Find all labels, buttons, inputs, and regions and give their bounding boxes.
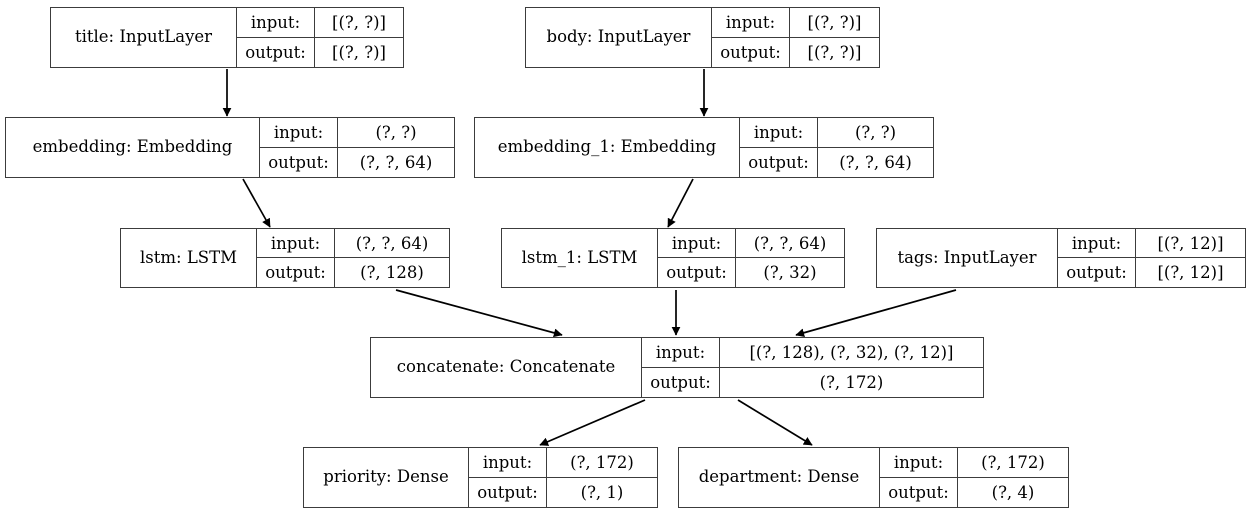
node-output-shape-lstm_1: (?, 32) [763,263,817,282]
node-input-shape-embedding: (?, ?) [375,122,417,142]
edge-concatenate-to-priority [539,399,646,446]
node-output-row-priority: output: (?, 1) [469,477,657,507]
node-embedding_1[interactable]: embedding_1: Embedding input: (?, ?) output… [474,117,934,178]
node-title[interactable]: title: InputLayer input: [(?, ?)] output: [(… [50,7,404,68]
node-input-shape-body: [(?, ?)] [807,12,862,32]
edge-embedding_1-to-lstm_1 [667,178,694,228]
node-output-shape-tags: [(?, 12)] [1157,263,1224,282]
node-input-row-title: input: [(?, ?)] [237,8,403,38]
node-priority[interactable]: priority: Dense input: (?, 172) output: (?, … [303,447,658,508]
node-label-lstm_1: lstm_1: LSTM [521,247,638,267]
node-input-label-title: input: [237,8,315,37]
node-lstm[interactable]: lstm: LSTM input: (?, ?, 64) output: (?, 128… [120,228,450,288]
node-input-shape-embedding_1: (?, ?) [854,122,897,142]
node-output-label-tags: output: [1058,258,1136,287]
node-output-shape-lstm: (?, 128) [360,263,424,282]
node-label-body: body: InputLayer [546,27,691,47]
node-input-label-body: input: [712,8,790,37]
node-output-row-body: output: [(?, ?)] [712,37,879,67]
node-input-label-embedding_1: input: [740,118,818,147]
node-output-label-lstm_1: output: [658,258,736,287]
node-label-lstm: lstm: LSTM [140,247,237,267]
node-output-shape-concatenate: (?, 172) [819,372,884,392]
node-input-shape-concatenate: [(?, 128), (?, 32), (?, 12)] [749,342,954,362]
node-label-concatenate: concatenate: Concatenate [396,357,616,377]
node-tags[interactable]: tags: InputLayer input: [(?, 12)] output: [(… [876,228,1246,288]
node-output-label-body: output: [712,37,790,67]
node-output-row-tags: output: [(?, 12)] [1058,258,1245,287]
node-input-row-priority: input: (?, 172) [469,448,657,478]
node-label-tags: tags: InputLayer [897,247,1037,267]
node-io-title: input: [(?, ?)] output: [(?, ?)] [236,8,403,67]
node-output-row-department: output: (?, 4) [880,477,1068,507]
node-output-shape-priority: (?, 1) [580,482,624,502]
node-body[interactable]: body: InputLayer input: [(?, ?)] output: [(?… [525,7,880,68]
edge-tags-to-concatenate [795,289,957,338]
node-input-row-department: input: (?, 172) [880,448,1068,478]
node-input-label-tags: input: [1058,229,1136,257]
node-input-row-embedding: input: (?, ?) [260,118,454,148]
node-output-shape-embedding_1: (?, ?, 64) [839,152,912,172]
node-io-tags: input: [(?, 12)] output: [(?, 12)] [1057,229,1245,287]
node-input-row-body: input: [(?, ?)] [712,8,879,38]
node-io-embedding: input: (?, ?) output: (?, ?, 64) [259,118,454,177]
node-input-row-embedding_1: input: (?, ?) [740,118,933,148]
node-io-embedding_1: input: (?, ?) output: (?, ?, 64) [739,118,933,177]
node-input-shape-lstm_1: (?, ?, 64) [753,233,827,253]
node-label-embedding_1: embedding_1: Embedding [497,137,717,157]
node-output-label-lstm: output: [257,258,335,287]
edge-lstm-to-concatenate [395,289,563,338]
node-input-shape-tags: [(?, 12)] [1157,233,1224,253]
node-label-embedding: embedding: Embedding [32,137,233,157]
node-output-shape-body: [(?, ?)] [807,42,862,62]
node-input-row-lstm: input: (?, ?, 64) [257,229,449,258]
node-input-shape-department: (?, 172) [981,452,1045,472]
node-input-shape-lstm: (?, ?, 64) [355,233,429,253]
edge-embedding-to-lstm [242,178,271,228]
node-lstm_1[interactable]: lstm_1: LSTM input: (?, ?, 64) output: (?, 3… [501,228,845,288]
node-input-row-tags: input: [(?, 12)] [1058,229,1245,258]
node-input-label-embedding: input: [260,118,338,147]
node-output-label-embedding_1: output: [740,147,818,177]
node-output-row-lstm: output: (?, 128) [257,258,449,287]
node-io-body: input: [(?, ?)] output: [(?, ?)] [711,8,879,67]
node-embedding[interactable]: embedding: Embedding input: (?, ?) output: (… [5,117,455,178]
node-input-shape-title: [(?, ?)] [332,12,386,32]
node-output-row-embedding_1: output: (?, ?, 64) [740,147,933,177]
node-input-row-lstm_1: input: (?, ?, 64) [658,229,844,258]
node-input-row-concatenate: input: [(?, 128), (?, 32), (?, 12)] [642,338,983,368]
node-output-shape-embedding: (?, ?, 64) [359,152,433,172]
node-label-department: department: Dense [698,467,860,487]
node-io-lstm: input: (?, ?, 64) output: (?, 128) [256,229,449,287]
node-output-label-priority: output: [469,477,547,507]
node-input-label-lstm_1: input: [658,229,736,257]
node-io-priority: input: (?, 172) output: (?, 1) [468,448,657,507]
node-output-label-department: output: [880,477,958,507]
node-input-label-concatenate: input: [642,338,720,367]
node-label-title: title: InputLayer [74,27,213,47]
node-io-department: input: (?, 172) output: (?, 4) [879,448,1068,507]
node-label-priority: priority: Dense [323,467,449,487]
node-input-label-lstm: input: [257,229,335,257]
node-output-label-concatenate: output: [642,367,720,397]
node-output-row-lstm_1: output: (?, 32) [658,258,844,287]
node-input-label-priority: input: [469,448,547,477]
node-input-label-department: input: [880,448,958,477]
node-output-shape-title: [(?, ?)] [332,42,386,62]
node-io-lstm_1: input: (?, ?, 64) output: (?, 32) [657,229,844,287]
node-concatenate[interactable]: concatenate: Concatenate input: [(?, 128),… [370,337,984,398]
node-output-label-embedding: output: [260,147,338,177]
node-output-row-title: output: [(?, ?)] [237,37,403,67]
edge-concatenate-to-department [737,399,813,446]
node-output-row-embedding: output: (?, ?, 64) [260,147,454,177]
node-output-row-concatenate: output: (?, 172) [642,367,983,397]
node-input-shape-priority: (?, 172) [570,452,634,472]
node-io-concatenate: input: [(?, 128), (?, 32), (?, 12)] output… [641,338,983,397]
node-output-label-title: output: [237,37,315,67]
node-department[interactable]: department: Dense input: (?, 172) output: (?… [678,447,1069,508]
node-output-shape-department: (?, 4) [991,482,1035,502]
